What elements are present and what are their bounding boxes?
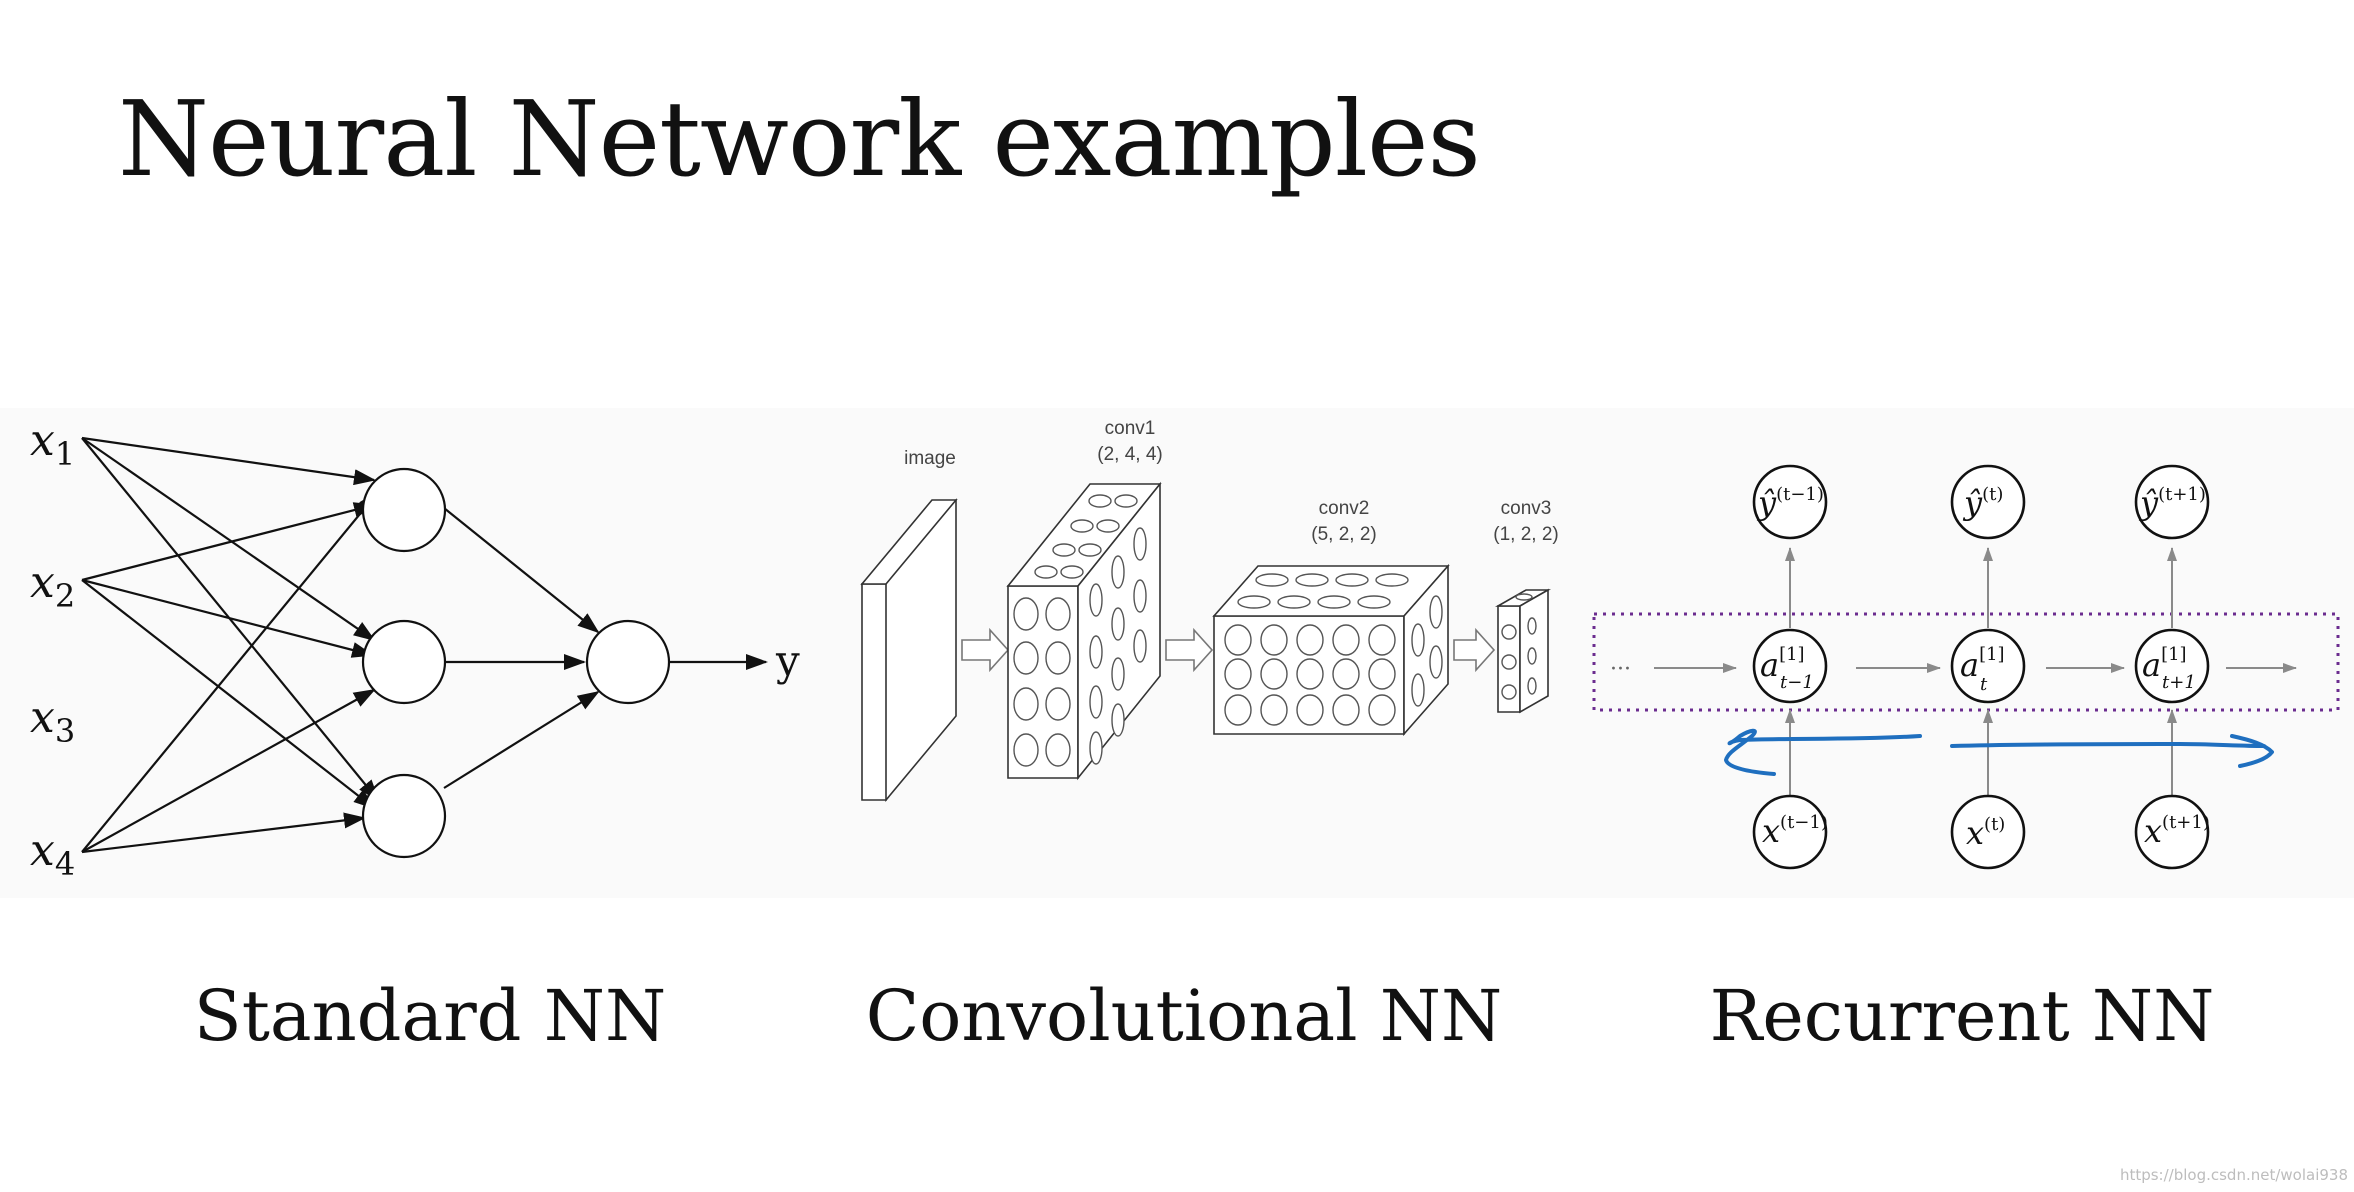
input-image-slab (860, 498, 958, 802)
input-label-x4: x4 (30, 825, 75, 883)
conv3-circles (1501, 593, 1537, 700)
edge-h1-out (443, 507, 600, 634)
input-label-x3: x3 (30, 692, 75, 750)
edge-x1-h1 (81, 436, 376, 486)
hidden-neuron-3 (361, 773, 447, 859)
y-label-3: ŷ(t+1) (2138, 484, 2206, 522)
x-node-3 (2134, 794, 2210, 870)
image-label: image (904, 448, 956, 469)
conv2-label: conv2 (1319, 498, 1370, 519)
edge-h3-out (443, 690, 600, 789)
a-sub-2: t (1980, 674, 1988, 695)
a-label-2: a[1] (1960, 644, 2005, 684)
edge-x4-h2 (81, 689, 376, 853)
conv1-label: conv1 (1105, 418, 1156, 439)
conv3-dims: (1, 2, 2) (1493, 524, 1558, 545)
hollow-arrow-3 (1453, 627, 1496, 673)
a-label-3: a[1] (2142, 644, 2187, 684)
conv1-side-circles (1089, 527, 1147, 765)
a-sub-3: t+1 (2162, 672, 2196, 693)
input-label-x1: x1 (30, 415, 75, 473)
page-title: Neural Network examples (118, 78, 1481, 200)
y-node-2 (1950, 464, 2026, 540)
y-node-3 (2134, 464, 2210, 540)
caption-recurrent-nn: Recurrent NN (1709, 975, 2215, 1057)
rnn-ellipsis: ··· (1610, 657, 1631, 682)
watermark: https://blog.csdn.net/wolai938 (2119, 1166, 2348, 1184)
y-label-2: ŷ(t) (1962, 484, 2003, 522)
caption-standard-nn: Standard NN (193, 975, 667, 1057)
a-node-1 (1752, 628, 1828, 704)
a-sub-1: t−1 (1780, 672, 1814, 693)
output-label-y: y (775, 636, 800, 685)
input-label-x2: x2 (30, 557, 75, 615)
cnn-diagram: image conv1 (2, 4, 4) conv2 (5, 2, 2) co… (860, 418, 1559, 802)
conv1-top-circles (1034, 494, 1138, 579)
pen-stroke-left (1724, 728, 1922, 776)
standard-nn-edges (81, 436, 768, 854)
a-node-3 (2134, 628, 2210, 704)
edge-x4-h1 (81, 490, 380, 853)
rnn-diagram: ··· ŷ(t−1) ŷ(t) ŷ(t+1) a[1] t−1 a[1] t a… (1592, 464, 2340, 870)
conv1-block (1006, 481, 1162, 781)
hollow-arrow-2 (1165, 627, 1214, 673)
x-label-2: x(t) (1966, 814, 2005, 852)
a-label-1: a[1] (1760, 644, 1805, 684)
conv2-side-circles (1411, 595, 1443, 707)
output-neuron (585, 619, 671, 705)
rnn-hidden-layer-dotted-box (1592, 612, 2340, 712)
y-label-1: ŷ(t−1) (1756, 484, 1824, 522)
x-node-1 (1752, 794, 1828, 870)
pen-annotations (1724, 728, 2274, 776)
pen-stroke-right (1950, 734, 2274, 768)
conv3-block (1494, 588, 1552, 714)
hidden-neuron-1 (361, 467, 447, 553)
edge-x2-h1 (81, 502, 376, 582)
x-label-3: x(t+1) (2144, 812, 2210, 850)
standard-nn-diagram: x1 x2 x3 x4 y (30, 415, 800, 883)
conv2-top-circles (1237, 573, 1409, 609)
edge-x1-h2 (81, 437, 376, 642)
conv3-label: conv3 (1501, 498, 1552, 519)
x-node-2 (1950, 794, 2026, 870)
y-node-1 (1752, 464, 1828, 540)
conv2-front-circles (1224, 624, 1396, 726)
edge-x2-h2 (81, 578, 374, 658)
caption-convolutional-nn: Convolutional NN (865, 975, 1503, 1057)
edge-x2-h3 (81, 579, 376, 810)
conv2-dims: (5, 2, 2) (1311, 524, 1376, 545)
conv1-front-circles (1013, 597, 1071, 767)
edge-x4-h3 (81, 812, 366, 854)
conv1-dims: (2, 4, 4) (1097, 444, 1162, 465)
hidden-neuron-2 (361, 619, 447, 705)
a-node-2 (1950, 628, 2026, 704)
hollow-arrow-1 (961, 627, 1010, 673)
conv2-block (1212, 563, 1450, 737)
x-label-1: x(t−1) (1762, 812, 1828, 850)
